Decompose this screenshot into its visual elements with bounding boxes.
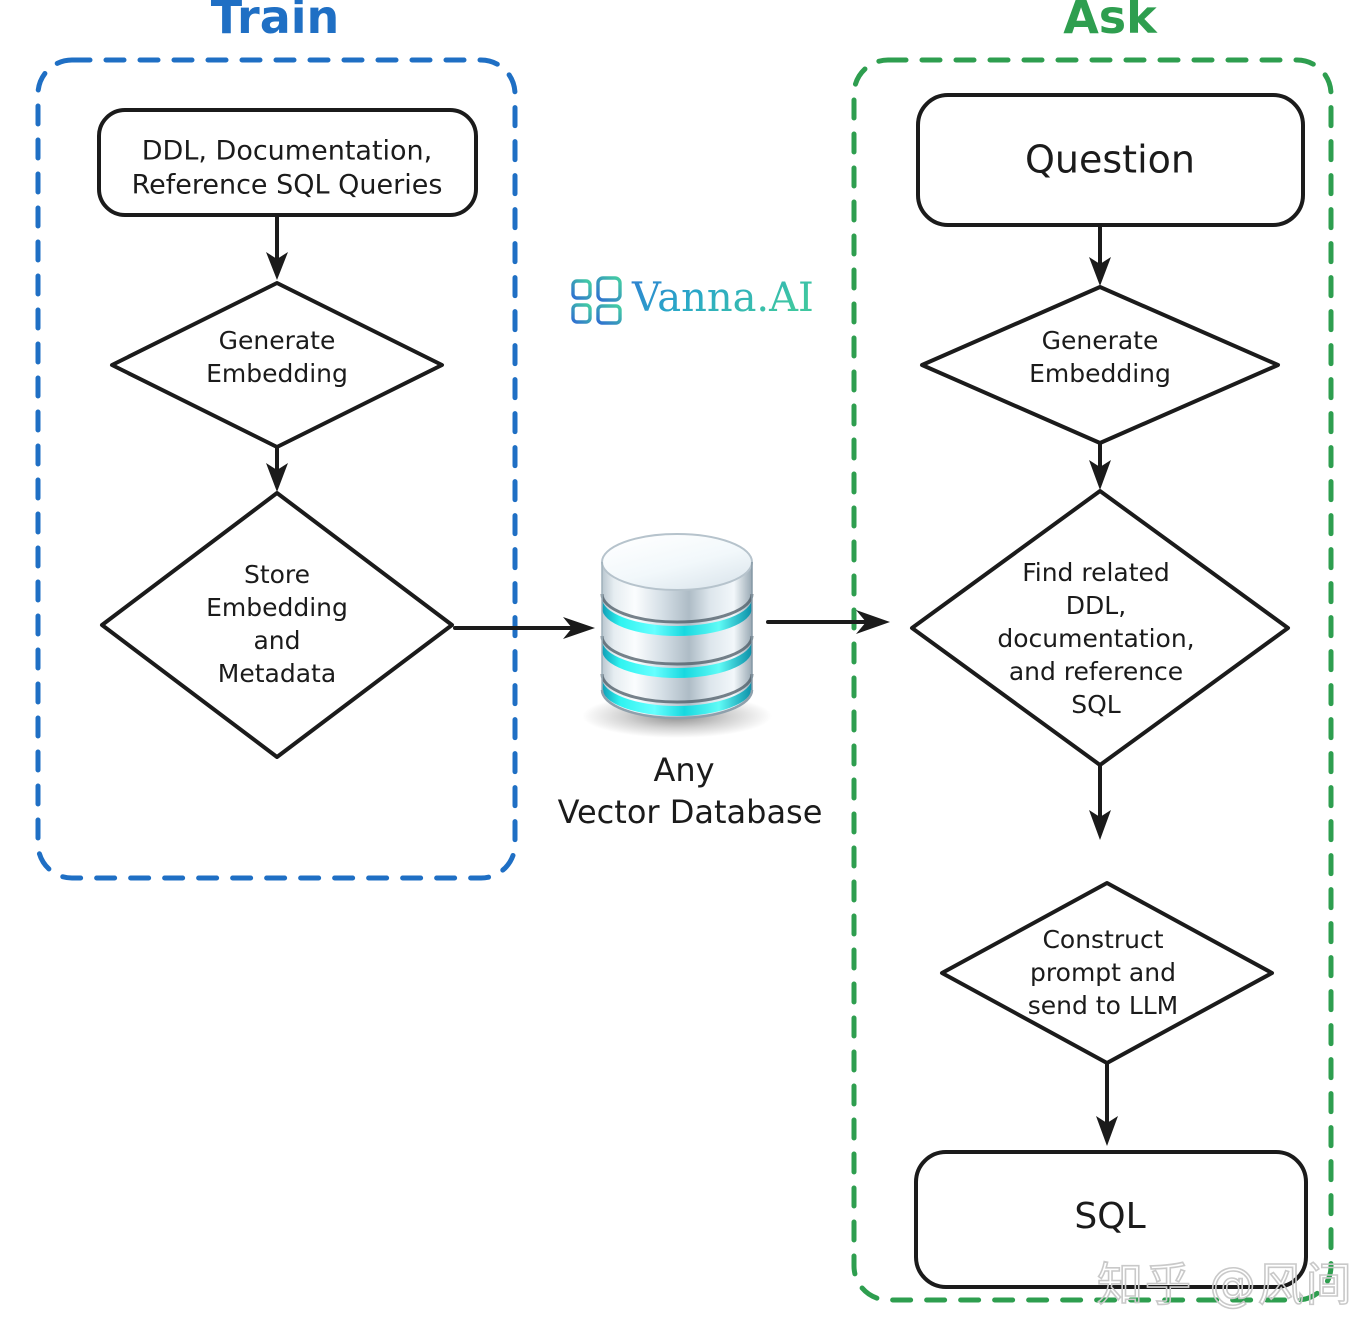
- node-ask-question[interactable]: Question: [916, 93, 1305, 227]
- vector-database-caption: Any Vector Database: [558, 751, 823, 831]
- ask-group-label: Ask: [1063, 0, 1158, 44]
- node-ask-sql[interactable]: SQL: [914, 1150, 1308, 1289]
- ask-sql-shape: [914, 1150, 1308, 1289]
- ask-group-border: [851, 57, 1334, 1303]
- train-generate-line-2: Embedding: [206, 359, 348, 388]
- train-input-line-2: Reference SQL Queries: [132, 170, 443, 201]
- brand-name: Vanna.AI: [631, 275, 814, 321]
- ask-sql-label: SQL: [1074, 1196, 1145, 1237]
- train-group: Train: [35, 0, 518, 881]
- arrow-head-icon: [563, 617, 595, 639]
- ask-find-line-4: and reference: [1009, 657, 1183, 686]
- database-caption-line-1: Any: [653, 751, 714, 789]
- train-store-line-1: Store: [244, 560, 310, 589]
- edge-train-generate-to-store: [266, 446, 288, 492]
- database-body: [602, 562, 752, 718]
- database-band-1: [602, 598, 752, 636]
- ask-find-line-3: documentation,: [997, 624, 1194, 653]
- train-input-shape: [97, 108, 478, 217]
- node-ask-construct-prompt[interactable]: Construct prompt and send to LLM: [940, 881, 1274, 1065]
- node-ask-find-related[interactable]: Find related DDL, documentation, and ref…: [910, 489, 1290, 767]
- ask-question-shape: [916, 93, 1305, 227]
- ask-construct-line-2: prompt and: [1030, 958, 1176, 987]
- train-group-label: Train: [211, 0, 340, 44]
- ask-question-label: Question: [1025, 138, 1195, 182]
- edge-train-input-to-generate: [266, 214, 288, 280]
- watermark: 知乎 @风间: [1097, 1258, 1353, 1312]
- train-store-shape: [100, 491, 454, 759]
- edge-find-to-construct: [1089, 764, 1111, 840]
- database-band-2: [602, 640, 752, 678]
- train-store-line-4: Metadata: [218, 659, 336, 688]
- train-store-line-3: and: [253, 626, 300, 655]
- vanna-ai-logo: Vanna.AI: [571, 275, 814, 325]
- node-train-generate-embedding[interactable]: Generate Embedding: [110, 281, 444, 449]
- ask-group: Ask: [851, 0, 1334, 1303]
- ask-construct-line-1: Construct: [1042, 925, 1163, 954]
- train-input-line-1: DDL, Documentation,: [142, 136, 433, 167]
- edge-construct-to-sql: [1096, 1062, 1118, 1146]
- arrow-head-icon: [856, 610, 890, 634]
- database-ring-3: [600, 673, 754, 704]
- edge-store-to-database: [453, 617, 595, 639]
- arrow-head-icon: [266, 463, 288, 492]
- ask-generate-line-2: Embedding: [1029, 359, 1171, 388]
- database-top: [601, 533, 753, 591]
- ask-find-line-5: SQL: [1071, 690, 1121, 719]
- database-band-3: [602, 678, 752, 716]
- arrow-head-icon: [1089, 460, 1111, 490]
- database-caption-line-2: Vector Database: [558, 793, 823, 831]
- database-ring-2: [600, 635, 754, 666]
- ask-find-line-1: Find related: [1022, 558, 1170, 587]
- database-bottom-rim: [600, 689, 754, 720]
- ask-construct-line-3: send to LLM: [1028, 991, 1179, 1020]
- database-ring-1: [600, 593, 754, 624]
- edge-ask-generate-to-find: [1089, 442, 1111, 490]
- ask-generate-line-1: Generate: [1042, 326, 1159, 355]
- arrow-head-icon: [266, 252, 288, 280]
- arrow-head-icon: [1089, 257, 1111, 286]
- node-ask-generate-embedding[interactable]: Generate Embedding: [920, 285, 1280, 445]
- vector-database-icon: [582, 533, 772, 738]
- arrow-head-icon: [1089, 810, 1111, 840]
- ask-find-line-2: DDL,: [1066, 591, 1126, 620]
- arrow-head-icon: [1096, 1116, 1118, 1146]
- edge-database-to-find-related: [766, 610, 890, 634]
- node-train-store-embedding[interactable]: Store Embedding and Metadata: [100, 491, 454, 759]
- train-group-border: [35, 57, 518, 881]
- train-generate-line-1: Generate: [219, 326, 336, 355]
- edge-question-to-generate: [1089, 224, 1111, 286]
- grid-4-squares-icon: [571, 276, 622, 325]
- node-train-input[interactable]: DDL, Documentation, Reference SQL Querie…: [97, 108, 478, 217]
- train-store-line-2: Embedding: [206, 593, 348, 622]
